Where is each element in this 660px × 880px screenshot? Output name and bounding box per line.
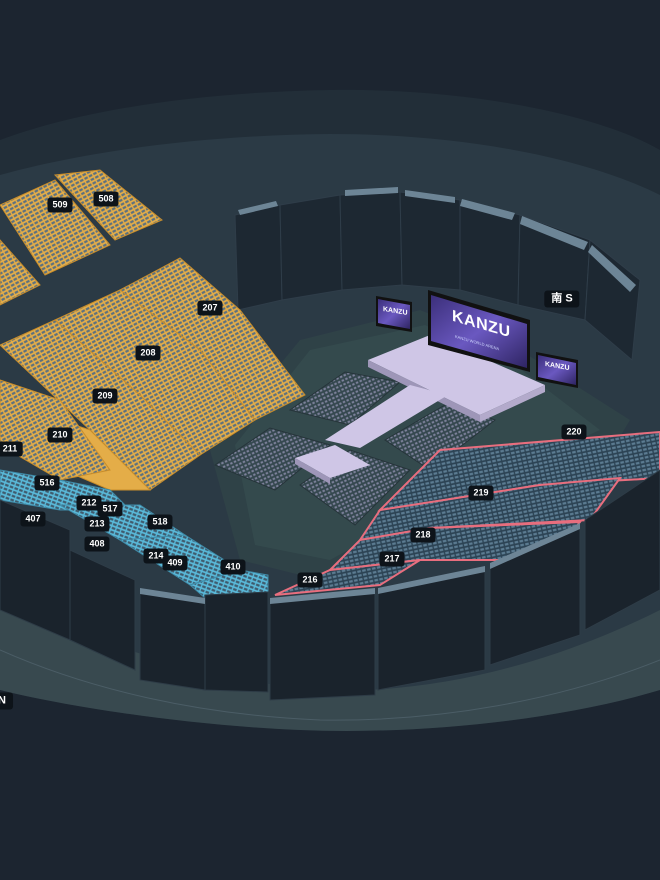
section-label-214[interactable]: 214 — [143, 548, 169, 564]
main-screen — [428, 290, 530, 372]
direction-north-label: N — [0, 692, 13, 710]
side-screen-right — [536, 352, 578, 388]
front-wall — [0, 469, 660, 701]
section-label-216[interactable]: 216 — [297, 572, 323, 588]
front-wall-caps — [140, 523, 580, 604]
section-label-509[interactable]: 509 — [47, 197, 73, 213]
section-label-210[interactable]: 210 — [47, 427, 73, 443]
side-screen-left — [376, 296, 412, 332]
section-label-212[interactable]: 212 — [76, 495, 102, 511]
section-label-408[interactable]: 408 — [84, 536, 110, 552]
back-wall-caps — [238, 187, 636, 292]
section-label-217[interactable]: 217 — [379, 551, 405, 567]
section-label-207[interactable]: 207 — [197, 300, 223, 316]
section-label-508[interactable]: 508 — [93, 191, 119, 207]
section-label-220[interactable]: 220 — [561, 424, 587, 440]
ground-edge — [0, 649, 660, 721]
direction-south-label: 南 S — [544, 290, 580, 308]
section-label-209[interactable]: 209 — [92, 388, 118, 404]
section-label-516[interactable]: 516 — [34, 475, 60, 491]
section-label-517[interactable]: 517 — [97, 501, 123, 517]
section-label-208[interactable]: 208 — [135, 345, 161, 361]
section-label-219[interactable]: 219 — [468, 485, 494, 501]
section-label-211[interactable]: 211 — [0, 441, 23, 457]
section-label-409[interactable]: 409 — [162, 555, 188, 571]
section-label-518[interactable]: 518 — [147, 514, 173, 530]
section-label-407[interactable]: 407 — [20, 511, 46, 527]
section-label-213[interactable]: 213 — [84, 516, 110, 532]
section-label-218[interactable]: 218 — [410, 527, 436, 543]
stage-platform — [295, 335, 545, 484]
bowl-ground — [0, 600, 660, 731]
section-label-410[interactable]: 410 — [220, 559, 246, 575]
